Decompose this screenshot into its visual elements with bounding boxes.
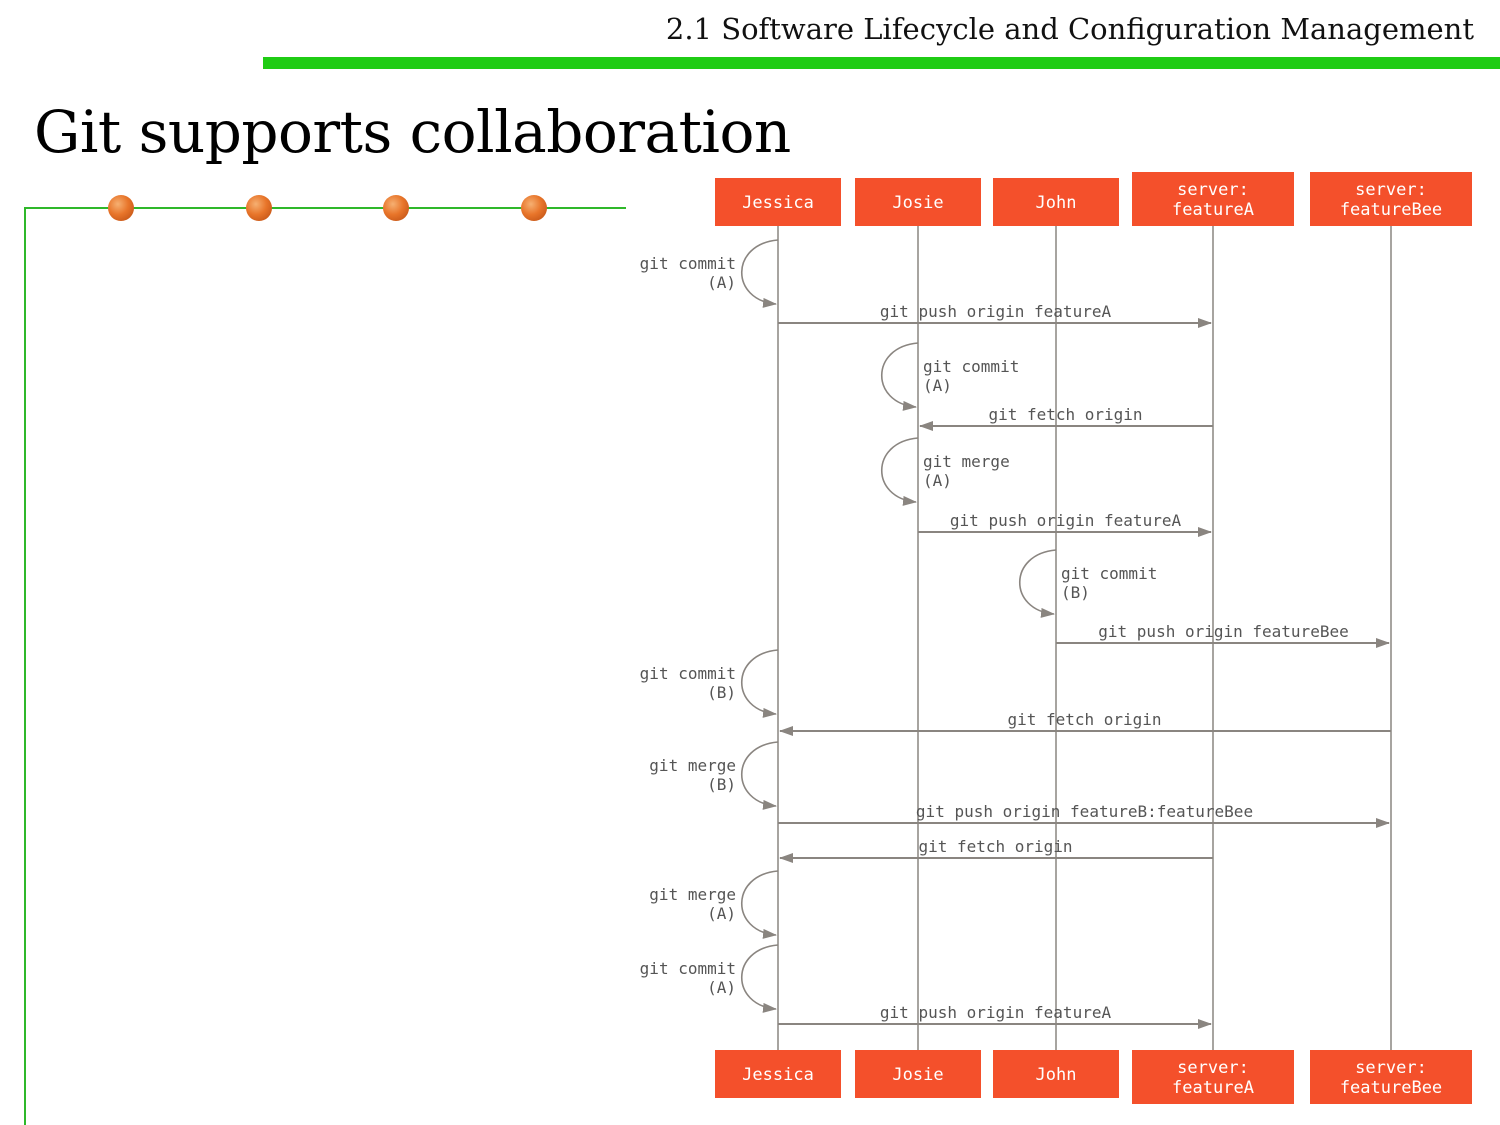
self-call-label: git commit xyxy=(923,357,1019,376)
message-label: git push origin featureBee xyxy=(1098,622,1348,641)
actor-box-john-top xyxy=(993,178,1119,226)
actor-label: John xyxy=(1036,1065,1077,1085)
actor-label: Josie xyxy=(892,1065,943,1085)
actor-label: server: xyxy=(1177,1058,1249,1078)
self-call-label: (A) xyxy=(923,376,952,395)
bullet-dot xyxy=(108,195,134,221)
self-call-arrow xyxy=(881,437,919,506)
actor-box-john-bottom xyxy=(993,1050,1119,1098)
slide-title: Git supports collaboration xyxy=(34,98,791,166)
decorative-horizontal-line xyxy=(24,207,626,209)
bullet-dot xyxy=(521,195,547,221)
header-rule xyxy=(263,57,1500,69)
message-label: git push origin featureA xyxy=(880,1003,1112,1022)
actor-box-josie-bottom xyxy=(855,1050,981,1098)
self-call-label: (B) xyxy=(1061,583,1090,602)
actor-label: Josie xyxy=(892,193,943,213)
self-call-label: (B) xyxy=(707,775,736,794)
self-call-label: git commit xyxy=(1061,564,1157,583)
self-call-arrow xyxy=(881,342,919,411)
self-call-label: (A) xyxy=(707,273,736,292)
actor-label: server: xyxy=(1355,1058,1427,1078)
message-label: git push origin featureB:featureBee xyxy=(916,802,1253,821)
actor-box-serverA-top xyxy=(1132,172,1294,226)
actor-label: John xyxy=(1036,193,1077,213)
actor-label: server: xyxy=(1177,180,1249,200)
self-call-arrow xyxy=(741,649,779,718)
actor-box-serverBee-bottom xyxy=(1310,1050,1472,1104)
section-header-title: 2.1 Software Lifecycle and Configuration… xyxy=(665,12,1474,46)
self-call-label: git commit xyxy=(640,254,736,273)
actor-box-josie-top xyxy=(855,178,981,226)
message-label: git push origin featureA xyxy=(880,302,1112,321)
self-call-label: git commit xyxy=(640,664,736,683)
bullet-dot xyxy=(246,195,272,221)
self-call-label: git commit xyxy=(640,959,736,978)
message-label: git fetch origin xyxy=(918,837,1072,856)
self-call-arrow xyxy=(741,741,779,810)
actor-box-serverA-bottom xyxy=(1132,1050,1294,1104)
self-call-label: (A) xyxy=(707,978,736,997)
actor-box-jessica-bottom xyxy=(715,1050,841,1098)
self-call-arrow xyxy=(741,239,779,308)
self-call-label: (B) xyxy=(707,683,736,702)
actor-label: featureBee xyxy=(1340,1078,1442,1098)
self-call-label: (A) xyxy=(707,904,736,923)
actor-label: featureA xyxy=(1172,200,1254,220)
actor-label: featureA xyxy=(1172,1078,1254,1098)
actor-label: Jessica xyxy=(742,1065,814,1085)
bullet-dot xyxy=(383,195,409,221)
actor-label: featureBee xyxy=(1340,200,1442,220)
decorative-vertical-line xyxy=(24,207,26,1125)
self-call-arrow xyxy=(741,944,779,1013)
self-call-arrow xyxy=(1019,549,1057,618)
self-call-arrow xyxy=(741,870,779,939)
message-label: git fetch origin xyxy=(988,405,1142,424)
actor-box-serverBee-top xyxy=(1310,172,1472,226)
self-call-label: git merge xyxy=(649,756,736,775)
actor-label: server: xyxy=(1355,180,1427,200)
actor-box-jessica-top xyxy=(715,178,841,226)
actor-label: Jessica xyxy=(742,193,814,213)
self-call-label: (A) xyxy=(923,471,952,490)
self-call-label: git merge xyxy=(923,452,1010,471)
message-label: git fetch origin xyxy=(1007,710,1161,729)
message-label: git push origin featureA xyxy=(950,511,1182,530)
self-call-label: git merge xyxy=(649,885,736,904)
